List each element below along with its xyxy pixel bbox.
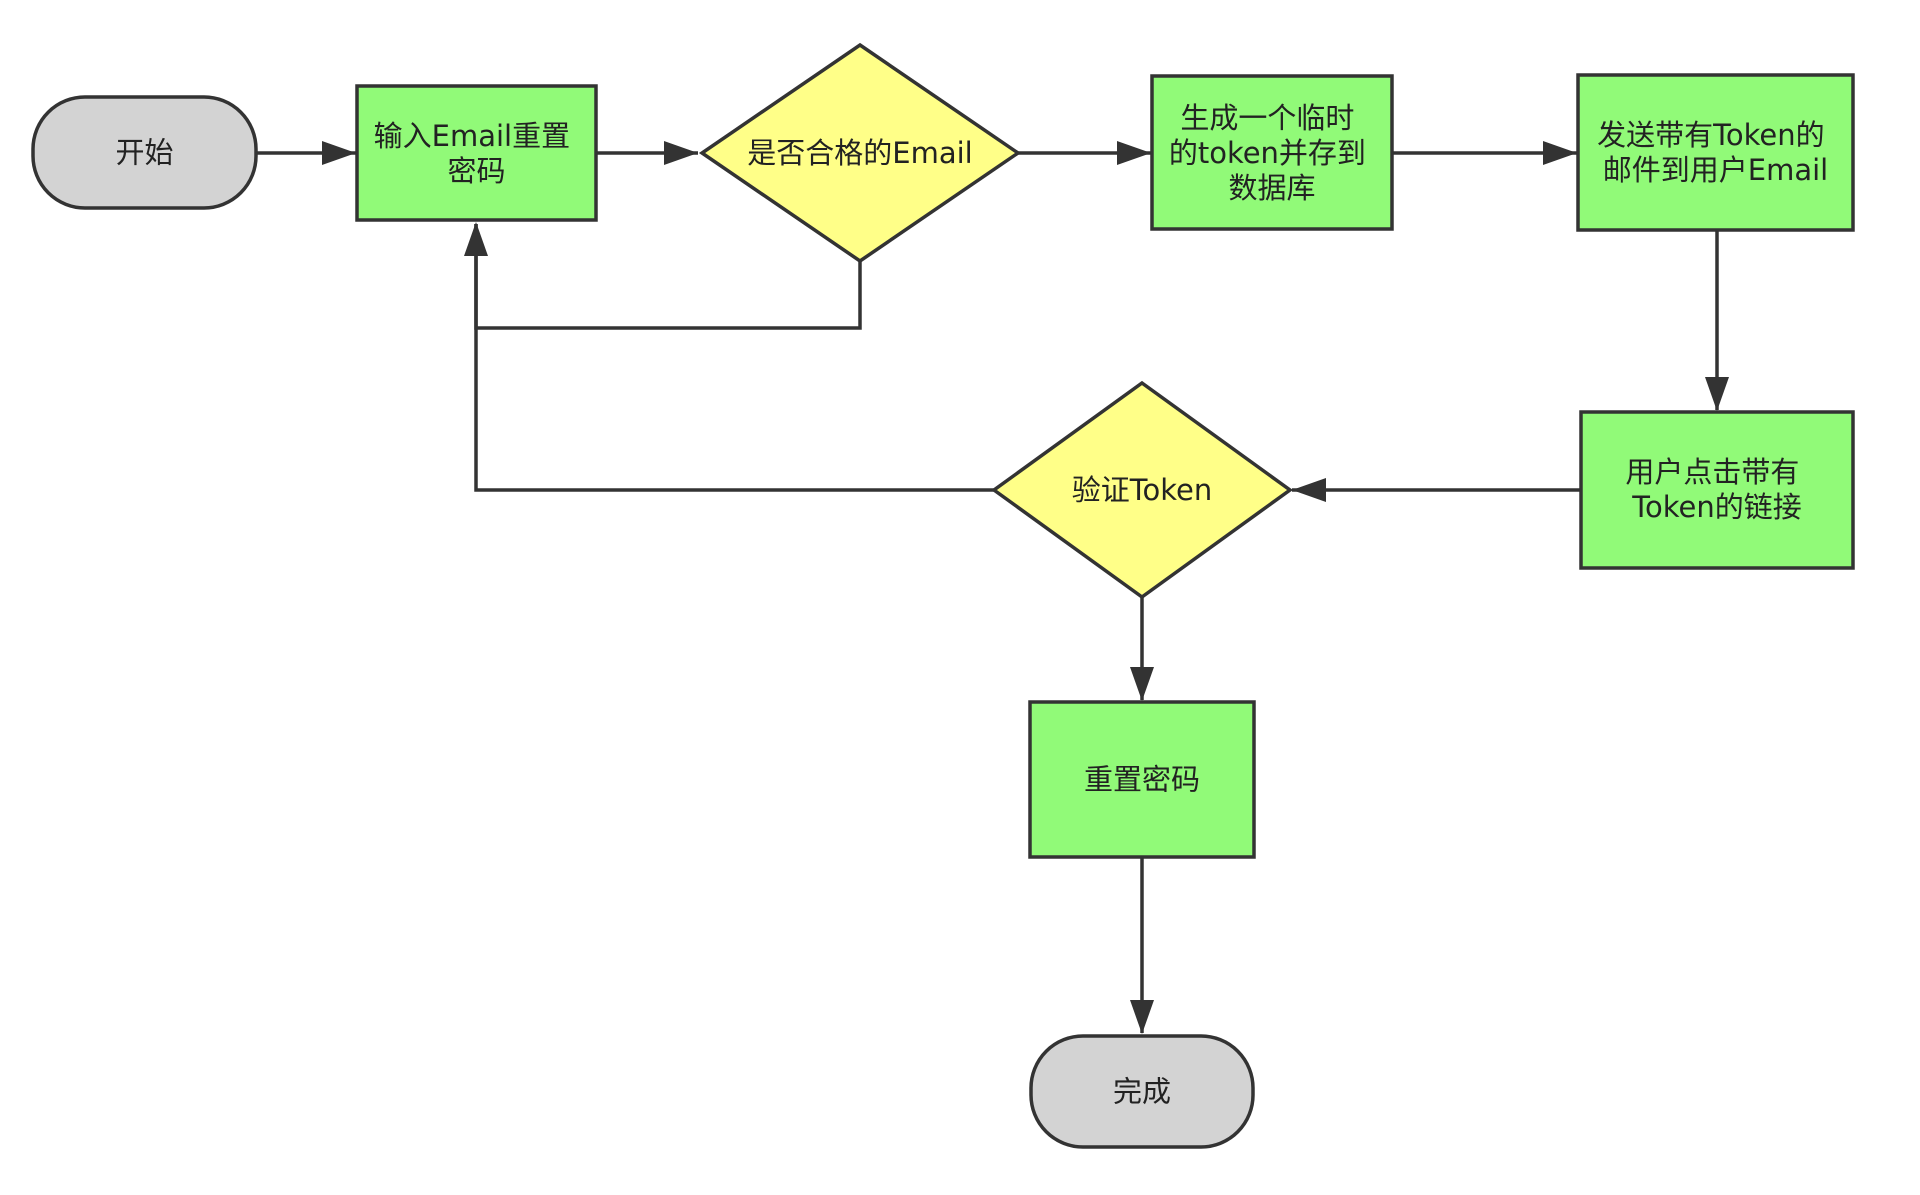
gen-token-label-line: 数据库: [1228, 171, 1315, 205]
arrowheads: [322, 141, 1729, 1034]
verify-token-label-line: 验证Token: [1072, 473, 1213, 507]
click-link-process-shape: [1579, 410, 1855, 570]
edge-check-invalid-back-to-input: [474, 224, 862, 330]
check-email-label: 是否合格的Email: [747, 136, 972, 170]
start-label-line: 开始: [115, 136, 173, 170]
reset-password-process-shape: [1028, 700, 1256, 859]
arrowhead-finish: [1130, 1000, 1154, 1034]
finish-terminal-shape: [1029, 1034, 1255, 1149]
verify-token-label: 验证Token: [1072, 473, 1213, 507]
node-send-email: 发送带有Token的 邮件到用户Email: [1576, 73, 1855, 232]
node-input-email: 输入Email重置 密码: [355, 84, 598, 222]
start-terminal-shape: [31, 95, 258, 210]
arrowhead-verify: [1292, 478, 1326, 502]
arrowhead-check: [664, 141, 698, 165]
send-email-label-line: 邮件到用户Email: [1603, 153, 1828, 187]
gen-token-process-shape: [1150, 74, 1394, 231]
finish-label-line: 完成: [1113, 1075, 1171, 1109]
arrowhead-input-from-below: [464, 222, 488, 256]
send-email-label: 发送带有Token的 邮件到用户Email: [1597, 108, 1834, 187]
input-email-label: 输入Email重置 密码: [374, 109, 580, 188]
check-email-label-line: 是否合格的Email: [747, 136, 972, 170]
finish-label: 完成: [1113, 1075, 1171, 1109]
edge-verify-fail-back-to-input: [474, 224, 994, 492]
gen-token-label-line: 生成一个临时: [1180, 101, 1354, 135]
check-email-decision-shape: [698, 42, 1022, 264]
node-verify-token: 验证Token: [991, 380, 1293, 600]
input-email-process-shape: [355, 84, 598, 222]
connectors: [256, 151, 1719, 1033]
start-label: 开始: [115, 136, 173, 170]
node-start: 开始: [31, 95, 258, 210]
send-email-process-shape: [1576, 73, 1855, 232]
reset-password-label: 重置密码: [1084, 763, 1200, 797]
node-check-email: 是否合格的Email: [698, 42, 1022, 264]
click-link-label-line: Token的链接: [1631, 490, 1802, 524]
node-gen-token: 生成一个临时 的token并存到 数据库: [1150, 74, 1394, 231]
input-email-label-line: 密码: [447, 154, 505, 188]
node-reset-password: 重置密码: [1028, 700, 1256, 859]
node-click-link: 用户点击带有 Token的链接: [1579, 410, 1855, 570]
arrowhead-send: [1543, 141, 1577, 165]
arrowhead-input: [322, 141, 356, 165]
node-finish: 完成: [1029, 1034, 1255, 1149]
arrowhead-reset: [1130, 667, 1154, 701]
click-link-label-line: 用户点击带有: [1625, 455, 1799, 489]
gen-token-label-line: 的token并存到: [1169, 136, 1366, 170]
arrowhead-gentoken: [1117, 141, 1151, 165]
gen-token-label: 生成一个临时 的token并存到 数据库: [1169, 91, 1375, 205]
click-link-label: 用户点击带有 Token的链接: [1625, 445, 1808, 524]
arrowhead-click: [1705, 377, 1729, 411]
send-email-label-line: 发送带有Token的: [1597, 118, 1825, 152]
input-email-label-line: 输入Email重置: [374, 119, 570, 153]
reset-password-label-line: 重置密码: [1084, 763, 1200, 797]
verify-token-decision-shape: [991, 380, 1293, 600]
